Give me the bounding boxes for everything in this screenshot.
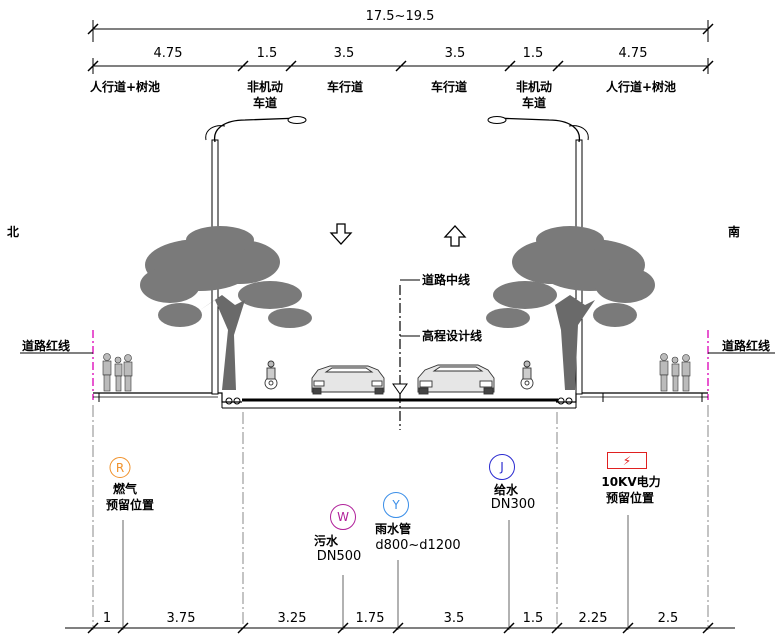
- design-elevation-label: 高程设计线: [422, 329, 483, 343]
- up-arrow-icon: [443, 225, 467, 247]
- power-label: 10KV电力: [601, 475, 661, 489]
- top-dim-left-nonmotor: 1.5: [256, 46, 278, 61]
- power-symbol-icon: ⚡: [607, 452, 647, 469]
- right-red-line-label: 道路红线: [722, 339, 771, 353]
- bottom-dim-5: 3.5: [443, 611, 465, 626]
- utility-position-lines: [122, 515, 629, 630]
- gas-symbol-icon: R: [109, 457, 131, 478]
- bottom-dim-6: 1.5: [522, 611, 544, 626]
- total-width-dimension: 17.5~19.5: [365, 9, 435, 24]
- right-cyclist: [520, 360, 534, 390]
- water-supply-symbol-icon: J: [489, 454, 515, 480]
- gas-label: 燃气: [112, 482, 138, 496]
- sewage-symbol-icon: W: [330, 504, 356, 530]
- stormwater-size-label: d800~d1200: [375, 538, 461, 553]
- top-dim-right-sidewalk: 4.75: [618, 46, 648, 61]
- left-nonmotor-label-line2: 车道: [252, 96, 278, 110]
- stormwater-symbol-icon: Y: [383, 492, 409, 518]
- right-sidewalk-label: 人行道+树池: [605, 80, 677, 94]
- bottom-dim-4: 1.75: [355, 611, 385, 626]
- centerline-label: 道路中线: [422, 273, 471, 287]
- elevation-triangle: [392, 383, 408, 395]
- right-carriageway-label: 车行道: [430, 80, 468, 94]
- top-dim-right-nonmotor: 1.5: [522, 46, 544, 61]
- left-red-line-label: 道路红线: [22, 339, 71, 353]
- water-supply-label: 给水: [493, 483, 519, 497]
- water-supply-size-label: DN300: [490, 497, 536, 512]
- left-carriageway-label: 车行道: [326, 80, 364, 94]
- bottom-dim-8: 2.5: [657, 611, 679, 626]
- bottom-dim-7: 2.25: [578, 611, 608, 626]
- right-nonmotor-label-line2: 车道: [521, 96, 547, 110]
- left-cyclist: [264, 360, 278, 390]
- right-car: [417, 364, 495, 395]
- top-dim-left-carriageway: 3.5: [333, 46, 355, 61]
- power-reserved-label: 预留位置: [605, 491, 655, 505]
- sewage-size-label: DN500: [316, 549, 362, 564]
- right-tree: [486, 226, 655, 390]
- right-pedestrians: [659, 353, 691, 392]
- bottom-dimension-lines: [65, 622, 735, 634]
- bottom-dim-2: 3.75: [166, 611, 196, 626]
- top-dim-right-carriageway: 3.5: [444, 46, 466, 61]
- left-car: [311, 365, 385, 395]
- left-sidewalk-label: 人行道+树池: [89, 80, 161, 94]
- direction-arrows: [329, 223, 467, 247]
- left-tree: [140, 226, 312, 390]
- right-nonmotor-label-line1: 非机动: [515, 80, 553, 94]
- bottom-dim-1: 1: [102, 611, 112, 626]
- sewage-label: 污水: [313, 534, 339, 548]
- utility-guide-lines: [92, 405, 709, 630]
- stormwater-label: 雨水管: [374, 522, 412, 536]
- red-line-markers: [92, 330, 709, 400]
- left-nonmotor-label-line1: 非机动: [246, 80, 284, 94]
- left-pedestrians: [102, 353, 133, 392]
- down-arrow-icon: [329, 223, 353, 245]
- top-dimension-lines: [87, 20, 714, 74]
- gas-reserved-label: 预留位置: [105, 498, 155, 512]
- south-label: 南: [728, 225, 741, 239]
- north-label: 北: [7, 225, 20, 239]
- top-dim-left-sidewalk: 4.75: [153, 46, 183, 61]
- bottom-dim-3: 3.25: [277, 611, 307, 626]
